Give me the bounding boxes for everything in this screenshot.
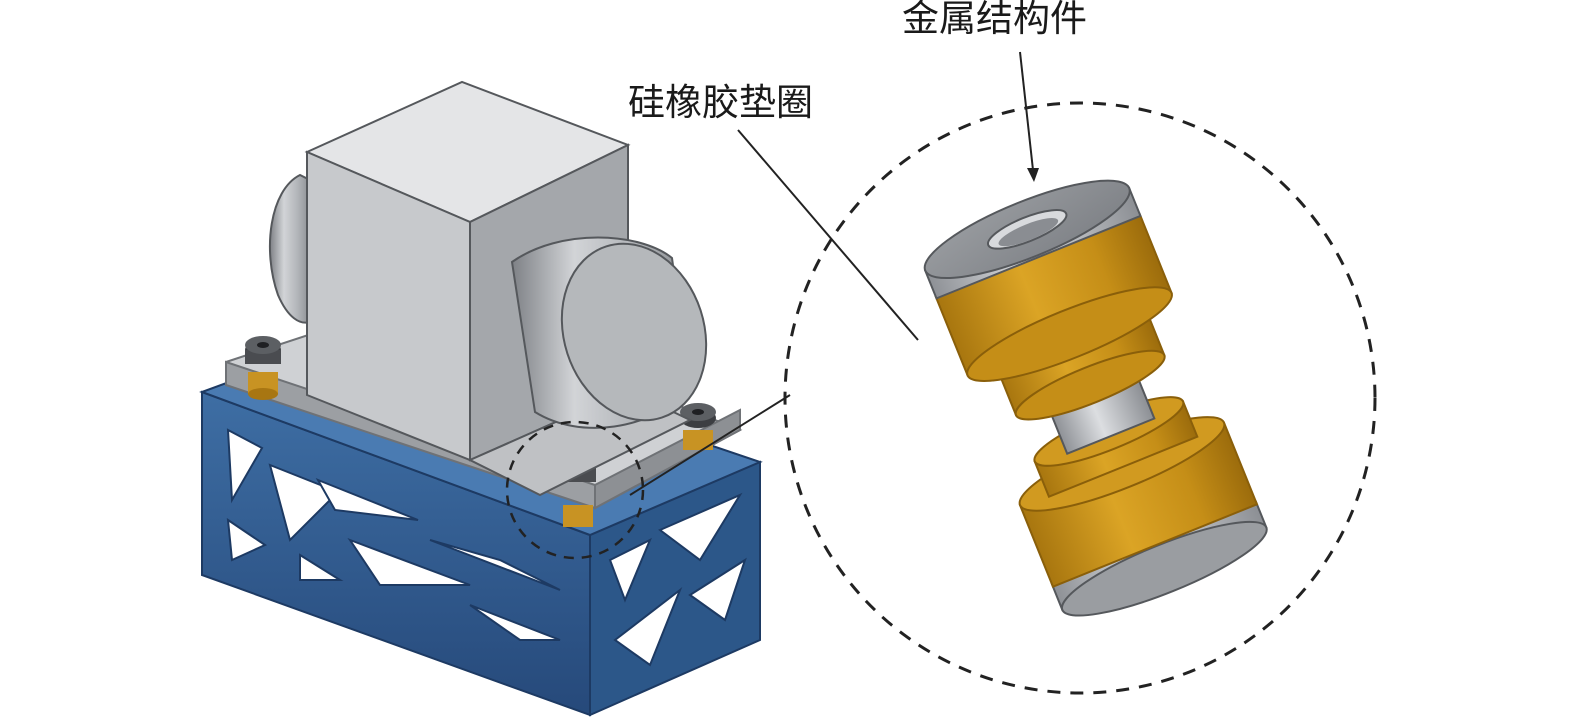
- magnified-view-circle: [783, 101, 1377, 695]
- rear-cylinder: [268, 173, 311, 324]
- metal-part-arrowhead: [1027, 168, 1039, 182]
- front-cylinder: [510, 236, 708, 429]
- metal-part-leader: [1019, 51, 1034, 171]
- zoom-connector-line: [629, 394, 791, 496]
- device-assembly: [199, 80, 763, 717]
- rubber-washer-leader: [737, 129, 919, 341]
- metal-part-label: 金属结构件: [902, 0, 1087, 40]
- rubber-washer-label: 硅橡胶垫圈: [628, 81, 813, 124]
- isolator-detail: [923, 179, 1268, 617]
- detail-highlight-circle: [505, 420, 645, 560]
